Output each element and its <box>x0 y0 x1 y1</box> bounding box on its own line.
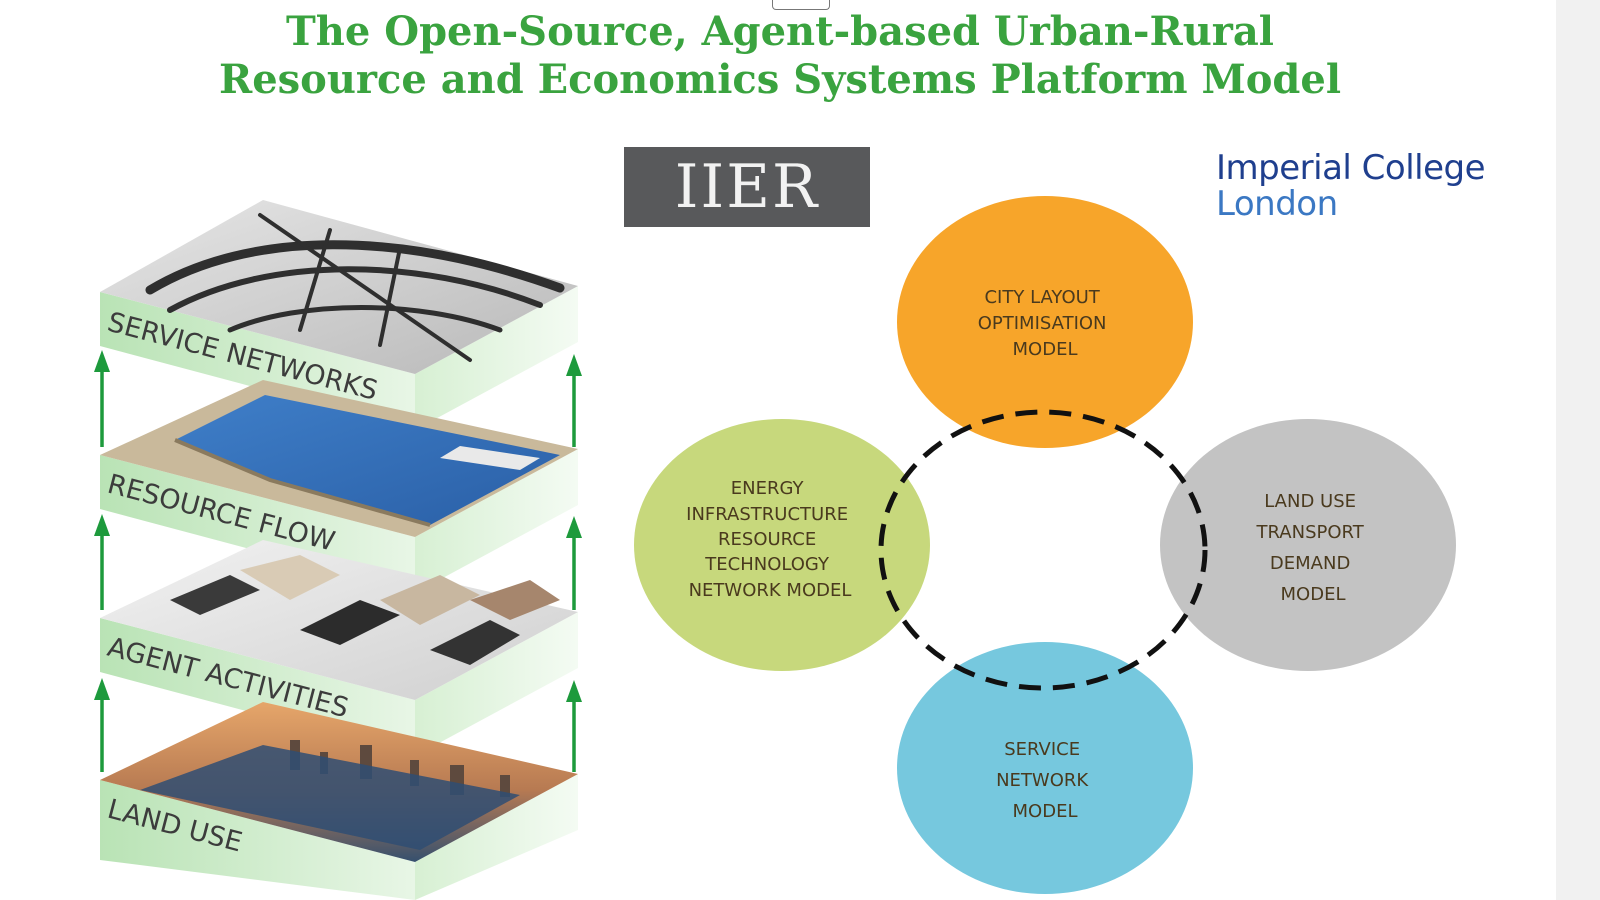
iier-logo: IIER <box>624 147 870 227</box>
model-circle-service-network <box>897 642 1193 894</box>
window-tab-handle[interactable] <box>772 0 830 10</box>
title-line-1: The Open-Source, Agent-based Urban-Rural <box>286 8 1274 55</box>
reservoir-water <box>175 395 560 525</box>
model-circle-energy <box>634 419 930 671</box>
arrow-up-icon <box>566 516 582 610</box>
layer-land-use: LAND USE <box>100 702 578 900</box>
model-circle-city-layout <box>897 196 1193 448</box>
layer-agent-activities: AGENT ACTIVITIES <box>100 540 578 756</box>
layer-arrows <box>94 350 582 772</box>
arrow-up-icon <box>566 354 582 447</box>
layer-resource-flow: RESOURCE FLOW <box>100 380 578 593</box>
page-title: The Open-Source, Agent-based Urban-Rural… <box>0 8 1560 104</box>
layer-right-face <box>415 774 578 900</box>
dam-structure <box>440 446 540 470</box>
imperial-logo-line-1: Imperial College <box>1216 148 1486 188</box>
model-label-energy: ENERGY INFRASTRUCTURE RESOURCE TECHNOLOG… <box>686 478 854 601</box>
layer-right-face <box>415 612 578 756</box>
model-left: ENERGY INFRASTRUCTURE RESOURCE TECHNOLOG… <box>634 419 930 671</box>
layer-right-face <box>415 286 578 430</box>
model-label-city-layout: CITY LAYOUT OPTIMISATION MODEL <box>978 287 1113 360</box>
arrow-up-icon <box>94 350 110 447</box>
layer-service-networks: SERVICE NETWORKS <box>100 200 578 430</box>
imperial-college-logo: Imperial College London <box>1216 148 1486 224</box>
model-top: CITY LAYOUT OPTIMISATION MODEL <box>897 196 1193 448</box>
model-label-service-network: SERVICE NETWORK MODEL <box>996 739 1094 822</box>
model-circle-land-use-transport <box>1160 419 1456 671</box>
arrow-up-icon <box>566 680 582 772</box>
dashed-connector-ring <box>878 409 1208 691</box>
layer-front-face <box>100 292 415 430</box>
model-right: LAND USE TRANSPORT DEMAND MODEL <box>1160 419 1456 671</box>
title-line-2: Resource and Economics Systems Platform … <box>218 56 1342 103</box>
bridge-photo <box>100 200 578 374</box>
layer-front-face <box>100 780 415 900</box>
river <box>140 745 520 850</box>
walking-people <box>170 555 560 665</box>
model-bottom: SERVICE NETWORK MODEL <box>897 642 1193 894</box>
arrow-up-icon <box>94 514 110 610</box>
layer-right-face <box>415 449 578 593</box>
model-label-land-use-transport: LAND USE TRANSPORT DEMAND MODEL <box>1256 491 1370 605</box>
arrow-up-icon <box>94 678 110 772</box>
scroll-strip <box>1556 0 1600 900</box>
imperial-logo-line-2: London <box>1216 184 1338 224</box>
bridge-structure <box>145 213 565 362</box>
